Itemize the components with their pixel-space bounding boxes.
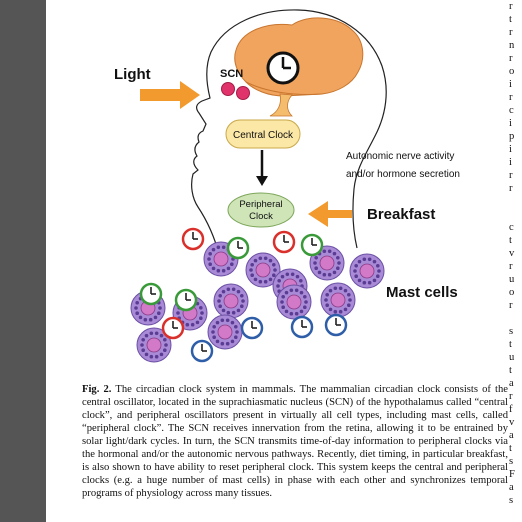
clock-icon — [300, 233, 324, 257]
column-line-fragment: s — [509, 326, 514, 337]
column-line-fragment: r — [509, 53, 513, 64]
column-line-fragment: r — [509, 1, 513, 12]
light-arrow — [140, 81, 200, 109]
scn-dot — [236, 86, 250, 100]
column-line-fragment: r — [509, 391, 513, 402]
brain-stem — [269, 93, 293, 117]
clock-icon — [161, 316, 185, 340]
column-line-fragment: i — [509, 79, 512, 90]
column-line-fragment: u — [509, 274, 515, 285]
column-line-fragment: t — [509, 339, 512, 350]
column-line-fragment: p — [509, 131, 515, 142]
column-line-fragment: a — [509, 430, 514, 441]
column-line-fragment: t — [509, 235, 512, 246]
clock-icon — [240, 316, 264, 340]
column-line-fragment: v — [509, 248, 515, 259]
circadian-figure: SCN Light Central Clock Autonomic nerve … — [114, 9, 460, 363]
column-line-fragment: u — [509, 352, 515, 363]
clock-icon — [174, 288, 198, 312]
column-line-fragment: s — [509, 495, 514, 506]
mast-cell — [136, 327, 172, 363]
clock-icon — [290, 315, 314, 339]
head-silhouette — [191, 9, 387, 263]
brain-fold — [245, 81, 323, 95]
column-line-fragment: f — [509, 404, 513, 415]
column-line-fragment: r — [509, 261, 513, 272]
column-line-fragment: t — [509, 365, 512, 376]
column-line-fragment: r — [509, 27, 513, 38]
light-label: Light — [114, 66, 151, 83]
column-line-fragment: s — [509, 456, 514, 467]
breakfast-arrow — [308, 201, 352, 227]
column-line-fragment: a — [509, 482, 514, 493]
mast-cell — [213, 283, 249, 319]
central-clock-label: Central Clock — [233, 130, 294, 141]
autonomic-label-1: Autonomic nerve activity — [346, 151, 454, 162]
column-line-fragment: F — [509, 469, 515, 480]
clock-icon — [324, 313, 348, 337]
clock-icon — [226, 236, 250, 260]
peripheral-label-2: Clock — [249, 211, 273, 222]
caption-label: Fig. 2. — [82, 384, 112, 395]
scn-clock-icon — [266, 51, 300, 85]
column-line-fragment: a — [509, 378, 514, 389]
mast-cells-group — [130, 227, 385, 363]
clock-icon — [139, 282, 163, 306]
column-line-fragment: r — [509, 300, 513, 311]
column-line-fragment: i — [509, 157, 512, 168]
figure-caption: Fig. 2. The circadian clock system in ma… — [82, 383, 508, 500]
column-line-fragment: r — [509, 92, 513, 103]
breakfast-label: Breakfast — [367, 206, 435, 223]
column-line-fragment: n — [509, 40, 515, 51]
column-line-fragment — [509, 208, 522, 221]
mast-cell — [349, 253, 385, 289]
peripheral-clock-box — [227, 192, 295, 228]
column-line-fragment: c — [509, 222, 514, 233]
clock-icon — [181, 227, 205, 251]
column-line-fragment — [509, 195, 522, 208]
caption-text: The circadian clock system in mammals. T… — [82, 384, 508, 499]
column-line-fragment: t — [509, 443, 512, 454]
mast-cell — [207, 314, 243, 350]
column-line-fragment: i — [509, 144, 512, 155]
mast-cell — [320, 282, 356, 318]
column-line-fragment: c — [509, 105, 514, 116]
viewer-gutter — [0, 0, 46, 522]
column-line-fragment — [509, 312, 522, 325]
central-clock-box — [225, 119, 301, 149]
column-line-fragment: r — [509, 183, 513, 194]
peripheral-label-1: Peripheral — [239, 199, 282, 210]
arrow-head — [256, 176, 268, 186]
clock-icon — [190, 339, 214, 363]
brain-shape — [234, 17, 364, 97]
column-line-fragment: r — [509, 170, 513, 181]
column-line-fragment: t — [509, 14, 512, 25]
mast-cell — [245, 252, 281, 288]
autonomic-label-2: and/or hormone secretion — [346, 169, 460, 180]
mast-cells-label: Mast cells — [386, 284, 458, 301]
scn-label: SCN — [220, 68, 243, 80]
column-line-fragment: o — [509, 287, 515, 298]
mast-cell — [309, 245, 345, 281]
scn-dot — [221, 82, 235, 96]
column-line-fragment: o — [509, 66, 515, 77]
clock-icon — [272, 230, 296, 254]
document-page: SCN Light Central Clock Autonomic nerve … — [46, 0, 522, 522]
column-line-fragment: v — [509, 417, 515, 428]
column-line-fragment: i — [509, 118, 512, 129]
mast-cell — [276, 284, 312, 320]
